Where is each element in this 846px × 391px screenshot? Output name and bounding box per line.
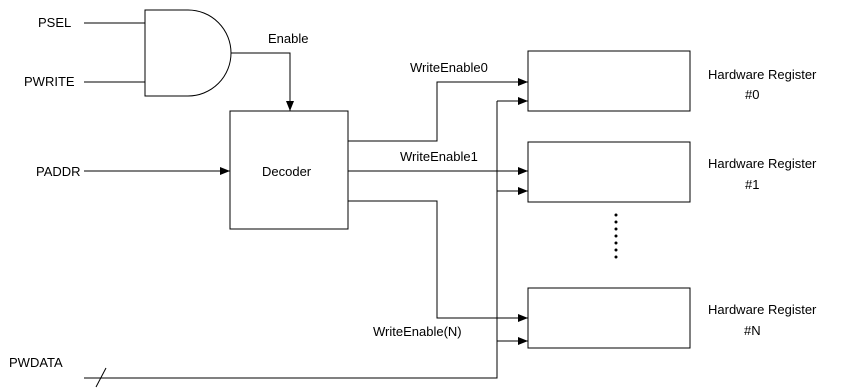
hardware-register-0-index: #0 [745,87,759,102]
hardware-register-1-block [527,141,691,203]
enable-wire [231,52,294,111]
psel-label: PSEL [38,15,71,30]
write-enable-n-label: WriteEnable(N) [373,324,462,339]
write-enable-1-label: WriteEnable1 [400,149,478,164]
hardware-register-n-index: #N [744,323,761,338]
write-enable-0-wire [348,78,528,142]
decoder-label: Decoder [262,164,312,179]
hardware-register-0-title: Hardware Register [708,67,817,82]
pwrite-label: PWRITE [24,74,75,89]
hardware-register-1-title: Hardware Register [708,156,817,171]
decoder-block [229,110,349,230]
paddr-label: PADDR [36,164,81,179]
write-enable-0-label: WriteEnable0 [410,60,488,75]
write-enable-n-wire [348,200,528,322]
pwdata-label: PWDATA [9,355,63,370]
pwdata-bus-width-slash [95,367,107,388]
hardware-register-0-block [527,50,691,112]
hardware-register-n-block [527,287,691,349]
pwdata-bus [84,101,498,379]
and-gate [144,9,232,97]
hardware-register-n-title: Hardware Register [708,302,817,317]
enable-label: Enable [268,31,308,46]
register-ellipsis [614,213,618,259]
hardware-register-1-index: #1 [745,177,759,192]
